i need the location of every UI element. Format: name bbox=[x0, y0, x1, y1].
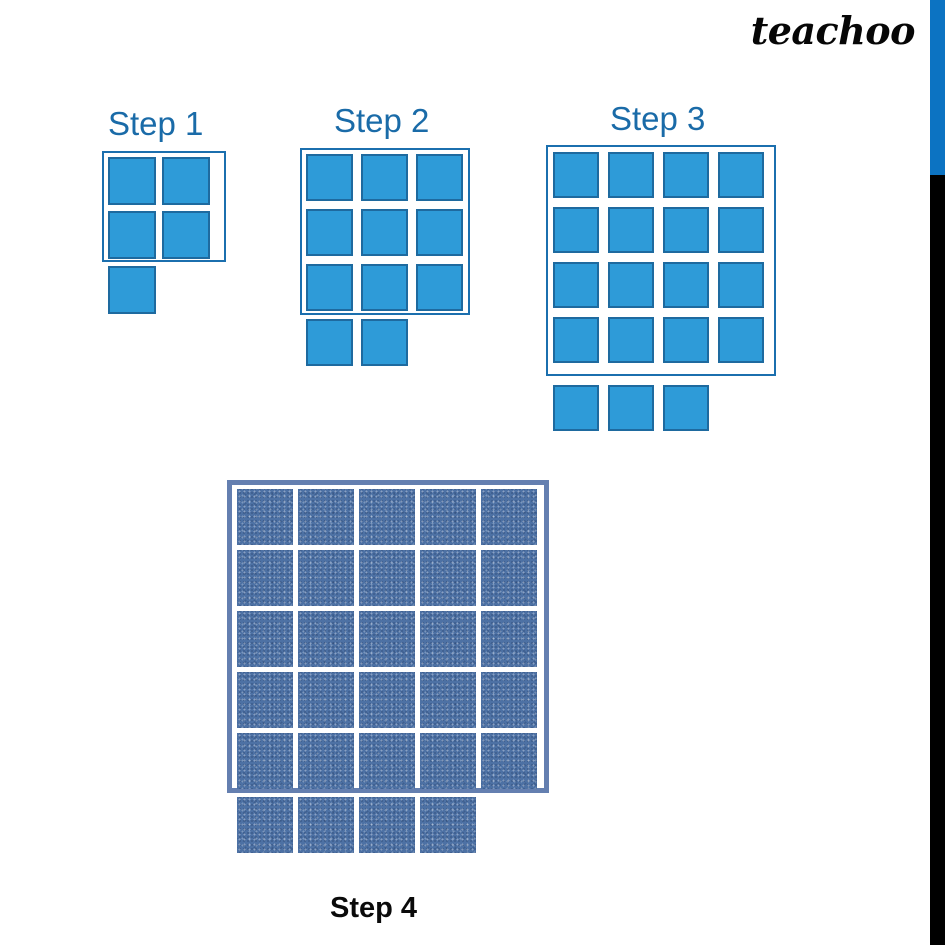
step-3-extra-square bbox=[553, 385, 599, 431]
step-2-grid-square bbox=[416, 154, 463, 201]
step-4-extra-square bbox=[237, 797, 293, 853]
step-3-grid-square bbox=[608, 207, 654, 253]
step-4-grid-square bbox=[237, 672, 293, 728]
step-4-grid-square bbox=[481, 489, 537, 545]
step-3-extra-square bbox=[663, 385, 709, 431]
step-1-grid-square bbox=[162, 211, 210, 259]
step-3-grid-square bbox=[608, 317, 654, 363]
step-3-grid-square bbox=[553, 207, 599, 253]
step-3-grid-square bbox=[553, 262, 599, 308]
step-4-grid-square bbox=[359, 672, 415, 728]
step-3-grid-outline bbox=[546, 145, 776, 376]
step-4-grid-square bbox=[481, 550, 537, 606]
step-4-grid-square bbox=[359, 611, 415, 667]
step-2-grid-square bbox=[306, 264, 353, 311]
step-4-grid-outline bbox=[227, 480, 549, 793]
step-3-grid-square bbox=[608, 262, 654, 308]
step-4-grid-square bbox=[298, 550, 354, 606]
step-4-grid-square bbox=[420, 672, 476, 728]
right-edge-bar-black bbox=[930, 175, 945, 945]
step-1-grid-outline bbox=[102, 151, 226, 262]
step-2-grid-square bbox=[416, 264, 463, 311]
step-4-grid-square bbox=[298, 489, 354, 545]
step-4-grid-square bbox=[420, 611, 476, 667]
step-1-label: Step 1 bbox=[108, 105, 204, 142]
step-4-grid-square bbox=[481, 611, 537, 667]
step-3-grid-square bbox=[608, 152, 654, 198]
step-4-grid-square bbox=[237, 611, 293, 667]
step-2-grid-square bbox=[361, 264, 408, 311]
step-4-extra-square bbox=[359, 797, 415, 853]
step-2-extra-square bbox=[306, 319, 353, 366]
step-4-grid-square bbox=[237, 550, 293, 606]
step-2-grid-square bbox=[306, 209, 353, 256]
step-4-grid-square bbox=[359, 733, 415, 789]
step-4-grid-square bbox=[237, 733, 293, 789]
step-1-extra-square bbox=[108, 266, 156, 314]
teachoo-logo: teachoo bbox=[750, 8, 916, 53]
step-4-grid-square bbox=[359, 550, 415, 606]
step-1-grid-square bbox=[108, 157, 156, 205]
right-edge-bar-blue bbox=[930, 0, 945, 175]
step-2-grid-square bbox=[361, 209, 408, 256]
step-4-grid-square bbox=[420, 489, 476, 545]
step-4-grid-square bbox=[359, 489, 415, 545]
step-4-grid-square bbox=[298, 611, 354, 667]
step-4-grid-square bbox=[481, 733, 537, 789]
step-2-grid-square bbox=[361, 154, 408, 201]
step-4-grid-square bbox=[298, 672, 354, 728]
step-4-grid-square bbox=[481, 672, 537, 728]
step-3-extra-square bbox=[608, 385, 654, 431]
step-2-grid-square bbox=[306, 154, 353, 201]
step-3-grid-square bbox=[663, 207, 709, 253]
step-2-extra-square bbox=[361, 319, 408, 366]
step-3-grid-square bbox=[718, 317, 764, 363]
step-4-extra-square bbox=[420, 797, 476, 853]
step-4-grid-square bbox=[420, 733, 476, 789]
step-3-grid-square bbox=[553, 317, 599, 363]
step-2-grid-square bbox=[416, 209, 463, 256]
step-4-grid-square bbox=[298, 733, 354, 789]
step-3-grid-square bbox=[663, 262, 709, 308]
step-4-grid-square bbox=[237, 489, 293, 545]
step-1-grid-square bbox=[108, 211, 156, 259]
step-4-extra-square bbox=[298, 797, 354, 853]
step-4-grid-square bbox=[420, 550, 476, 606]
step-2-grid-outline bbox=[300, 148, 470, 315]
step-3-grid-square bbox=[718, 262, 764, 308]
step-2-label: Step 2 bbox=[334, 102, 430, 139]
step-3-grid-square bbox=[663, 152, 709, 198]
step-3-label: Step 3 bbox=[610, 100, 706, 137]
step-4-label: Step 4 bbox=[330, 892, 418, 924]
step-3-grid-square bbox=[718, 152, 764, 198]
step-3-grid-square bbox=[718, 207, 764, 253]
step-3-grid-square bbox=[663, 317, 709, 363]
step-1-grid-square bbox=[162, 157, 210, 205]
step-3-grid-square bbox=[553, 152, 599, 198]
